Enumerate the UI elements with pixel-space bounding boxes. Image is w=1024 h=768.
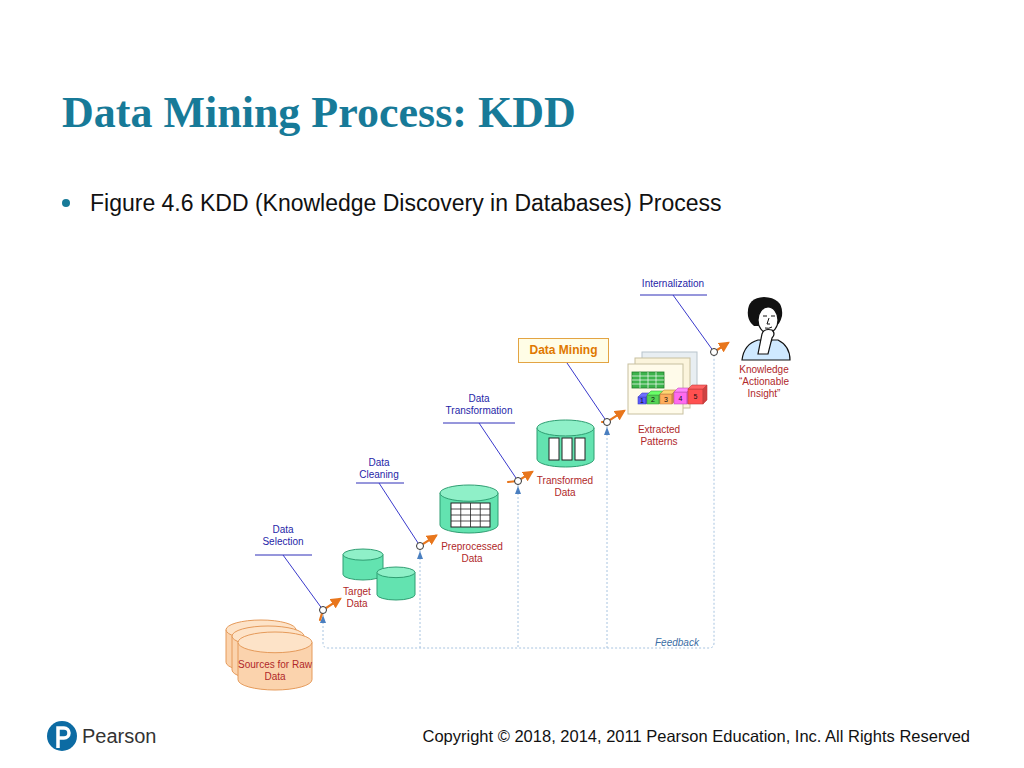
copyright-notice: Copyright © 2018, 2014, 2011 Pearson Edu… (300, 726, 970, 746)
step-label: Internalization (628, 278, 718, 290)
junction-dot (515, 478, 522, 485)
feedback-arrow (320, 615, 326, 623)
step-label: Data Selection (258, 524, 308, 548)
feedback-loop (518, 485, 519, 648)
node-label: Preprocessed Data (436, 541, 508, 565)
leader-line (567, 363, 607, 422)
feedback-arrow (417, 551, 423, 559)
feedback-arrow (515, 486, 521, 494)
table-grid (656, 372, 657, 388)
pattern-cube (647, 395, 659, 404)
person-hand (758, 330, 774, 355)
table-grid (632, 384, 664, 385)
report-page (628, 364, 683, 414)
label-underline (255, 555, 312, 556)
brand-name: Pearson (82, 724, 157, 748)
knowledge-person: Knowledge “Actionable Insight” (728, 294, 800, 402)
pattern-cube (660, 394, 672, 404)
pattern-cube (638, 397, 646, 404)
node-label: Data Mining (519, 339, 608, 362)
pattern-cube (703, 385, 707, 404)
slide-title: Data Mining Process: KDD (62, 88, 576, 138)
node-label: Knowledge “Actionable Insight” (728, 364, 800, 400)
table-icon (632, 372, 664, 388)
table-grid (451, 521, 490, 522)
leader-line (479, 423, 518, 481)
label-underline (356, 483, 404, 484)
label-underline (443, 423, 515, 424)
node-label: Target Data (340, 586, 374, 610)
brand-logo-mark (58, 728, 69, 748)
flow-arrow (320, 599, 340, 620)
junction-dot (417, 543, 424, 550)
table-grid (648, 372, 649, 388)
label-underline (640, 295, 707, 296)
column-icon (575, 438, 585, 460)
bullet-dot (62, 199, 70, 207)
junction-dot (711, 349, 718, 356)
cylinder-top (377, 567, 415, 578)
column-icon (549, 438, 559, 460)
data-source-store: Sources for Raw Data (222, 620, 320, 692)
leader-line (283, 555, 323, 610)
junction-dot (320, 607, 327, 614)
pattern-report: Extracted Patterns (624, 352, 716, 450)
table-icon (451, 503, 490, 527)
brand-logo (47, 721, 77, 751)
node-label: Extracted Patterns (624, 424, 694, 448)
column-icon (562, 438, 572, 460)
leader-line (673, 295, 714, 352)
cylinder-top (440, 485, 498, 501)
feedback-loop (607, 426, 608, 648)
node-label: Transformed Data (532, 475, 598, 499)
table-grid (451, 515, 490, 516)
flow-arrow (602, 411, 624, 422)
node-label: Sources for Raw Data (238, 659, 312, 683)
data-store: Preprocessed Data (436, 482, 508, 568)
flow-arrow (714, 343, 728, 352)
junction-dot (604, 419, 611, 426)
step-label: Data Cleaning (354, 457, 404, 481)
feedback-loop (420, 550, 421, 648)
cylinder-top (343, 549, 383, 560)
data-store: Target Data (340, 546, 418, 612)
flow-arrow (508, 472, 532, 482)
person-features (763, 316, 775, 328)
feedback-loop (323, 356, 714, 648)
feedback-arrow (604, 427, 610, 435)
step-label: Data Transformation (439, 393, 519, 417)
data-store: Transformed Data (532, 418, 602, 502)
step-box: Data Mining (518, 338, 609, 363)
pattern-cube (688, 389, 703, 404)
feedback-label: Feedback (655, 637, 699, 649)
node-graphic (624, 352, 716, 450)
figure-caption: Figure 4.6 KDD (Knowledge Discovery in D… (90, 189, 722, 217)
pattern-cube (674, 392, 687, 404)
flow-arrow (418, 536, 436, 546)
cylinder-top (537, 420, 594, 436)
leader-line (379, 483, 420, 546)
cylinder-top (238, 632, 312, 653)
table-grid (480, 503, 481, 527)
